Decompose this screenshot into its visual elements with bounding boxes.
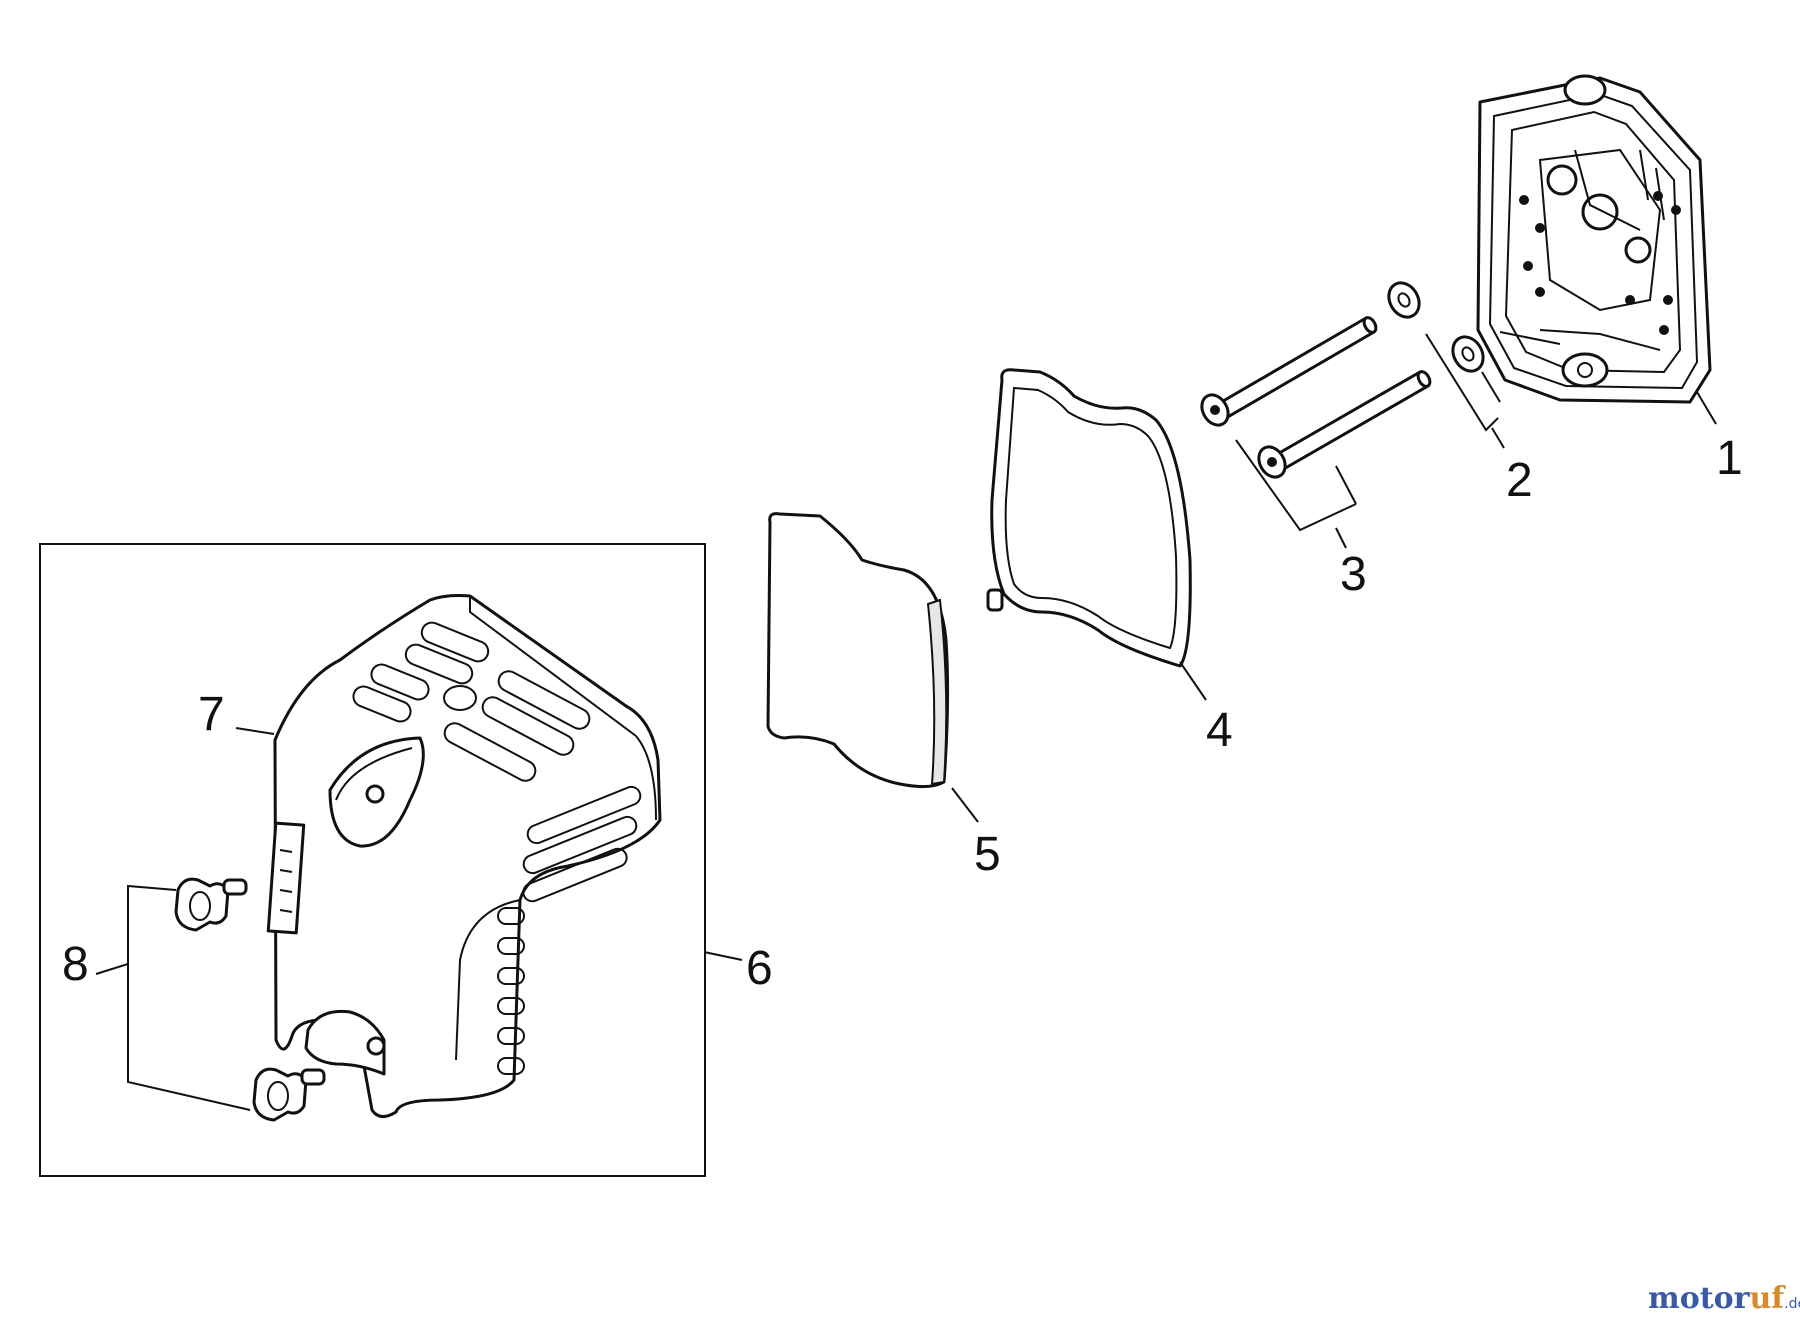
watermark-suffix: .de (1784, 1296, 1800, 1312)
air-filter-base-drawing (1476, 74, 1712, 404)
callout-part-6: 6 (746, 942, 773, 995)
callout-part-4: 4 (1206, 704, 1233, 757)
watermark-text-a: motor (1648, 1281, 1751, 1316)
callout-part-3: 3 (1340, 548, 1367, 601)
callout-part-7: 7 (198, 688, 225, 741)
callout-part-5: 5 (974, 828, 1001, 881)
site-watermark: motoruf.de (1648, 1281, 1800, 1316)
svg-text:motoruf.de: motoruf.de (1648, 1281, 1800, 1316)
callout-part-8: 8 (62, 938, 89, 991)
callout-part-2: 2 (1506, 454, 1533, 507)
callout-part-1: 1 (1716, 432, 1743, 485)
cover-drawing (266, 594, 662, 1118)
watermark-text-b: uf (1749, 1281, 1786, 1316)
bolts-drawing (1200, 316, 1432, 479)
gasket-drawing (986, 368, 1192, 668)
knobs-drawing (174, 877, 326, 1122)
washers-drawing (1387, 281, 1485, 373)
filter-element-drawing (766, 512, 950, 789)
cover-kit-group-box (39, 543, 706, 1177)
